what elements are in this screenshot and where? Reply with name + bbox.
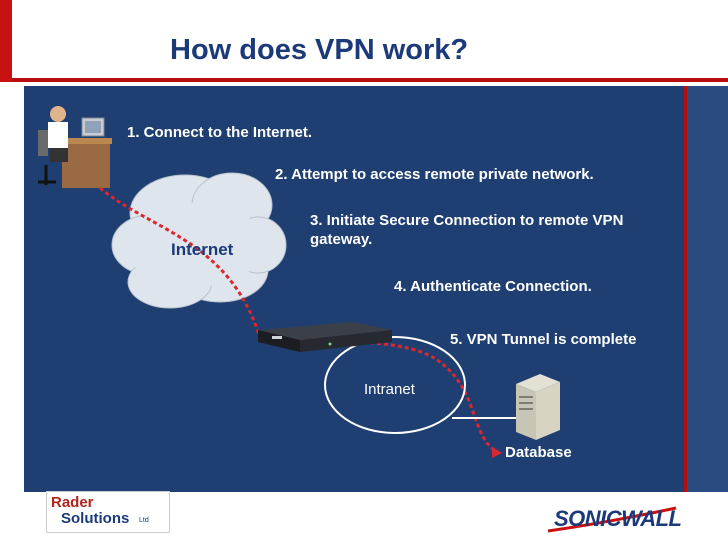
page-title: How does VPN work? <box>170 34 469 66</box>
step-1-label: 1. Connect to the Internet. <box>127 124 313 141</box>
vpn-gateway-appliance-icon <box>258 322 392 352</box>
logo-line-2: Solutions <box>61 510 130 527</box>
header <box>0 0 728 82</box>
step-3-label: 3. Initiate Secure Connection to remote … <box>310 212 624 248</box>
vpn-tunnel-path <box>99 186 499 454</box>
step-4-label: 4. Authenticate Connection. <box>394 278 592 295</box>
panel-side-strip <box>684 86 728 492</box>
logo-line-1: Rader <box>51 494 94 511</box>
sonicwall-swoosh <box>547 506 677 533</box>
step-2-label: 2. Attempt to access remote private netw… <box>275 166 594 183</box>
database-server-icon <box>516 374 560 440</box>
user-at-computer-icon <box>38 106 112 188</box>
logo-suffix: Ltd <box>139 517 149 524</box>
sonicwall-logo: SONICWALL <box>554 506 682 531</box>
cloud-shape <box>111 172 287 309</box>
step-5-label: 5. VPN Tunnel is complete <box>450 331 637 348</box>
rader-solutions-logo: Rader Solutions Ltd <box>46 491 170 533</box>
header-accent-bar <box>0 0 12 82</box>
database-label: Database <box>505 444 572 461</box>
intranet-circle <box>324 336 466 434</box>
intranet-label: Intranet <box>364 381 415 398</box>
internet-label: Internet <box>171 240 234 259</box>
